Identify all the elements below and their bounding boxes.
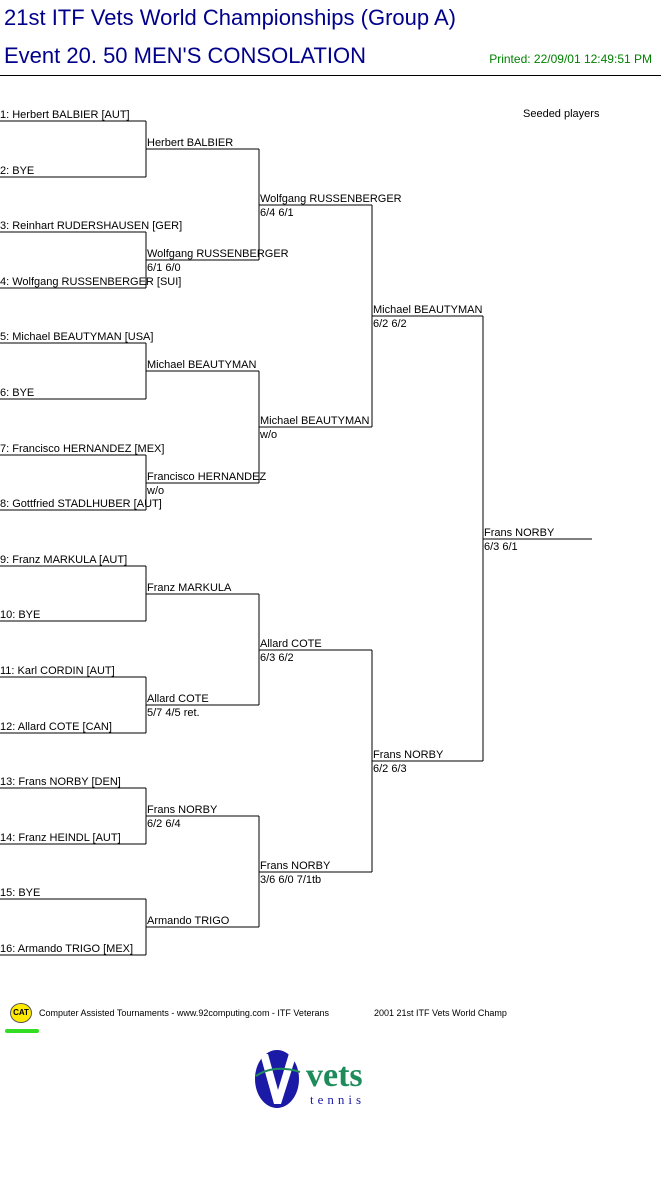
- round2-winner: Allard COTE: [147, 693, 209, 705]
- round4-score: 6/2 6/3: [373, 763, 407, 775]
- round2-winner: Wolfgang RUSSENBERGER: [147, 248, 289, 260]
- round4-winner: Michael BEAUTYMAN: [373, 304, 482, 316]
- logo-vets-text: vets: [306, 1057, 363, 1094]
- final-score: 6/3 6/1: [484, 541, 518, 553]
- round1-entry: 8: Gottfried STADLHUBER [AUT]: [0, 498, 162, 510]
- footer-credit: Computer Assisted Tournaments - www.92co…: [39, 1008, 329, 1018]
- round1-entry: 13: Frans NORBY [DEN]: [0, 776, 121, 788]
- header-divider: [0, 75, 661, 76]
- round2-score: 5/7 4/5 ret.: [147, 707, 200, 719]
- round2-winner: Herbert BALBIER: [147, 137, 233, 149]
- round1-entry: 3: Reinhart RUDERSHAUSEN [GER]: [0, 220, 182, 232]
- round3-winner: Frans NORBY: [260, 860, 331, 872]
- round2-score: w/o: [146, 485, 164, 497]
- round1-entry: 4: Wolfgang RUSSENBERGER [SUI]: [0, 276, 181, 288]
- final-winner: Frans NORBY: [484, 527, 555, 539]
- round4-winner: Frans NORBY: [373, 749, 444, 761]
- round1-entry: 16: Armando TRIGO [MEX]: [0, 943, 133, 955]
- round2-score: 6/1 6/0: [147, 262, 181, 274]
- round1-entry: 10: BYE: [0, 609, 40, 621]
- badge-underline: [5, 1029, 39, 1033]
- round3-score: w/o: [259, 429, 277, 441]
- vets-tennis-logo: vets tennis: [255, 1050, 365, 1108]
- round2-score: 6/2 6/4: [147, 818, 181, 830]
- round1-entry: 5: Michael BEAUTYMAN [USA]: [0, 331, 153, 343]
- round2-winner: Michael BEAUTYMAN: [147, 359, 256, 371]
- round1-entry: 12: Allard COTE [CAN]: [0, 721, 112, 733]
- round1-entry: 7: Francisco HERNANDEZ [MEX]: [0, 443, 164, 455]
- round1-entry: 2: BYE: [0, 165, 34, 177]
- round2-winner: Franz MARKULA: [147, 582, 232, 594]
- round1-entry: 11: Karl CORDIN [AUT]: [0, 665, 115, 677]
- round2-winner: Francisco HERNANDEZ: [147, 471, 266, 483]
- round1-entry: 6: BYE: [0, 387, 34, 399]
- footer-event: 2001 21st ITF Vets World Champ: [374, 1008, 507, 1018]
- logo-swoosh-icon: [255, 1067, 301, 1077]
- round3-score: 6/4 6/1: [260, 207, 294, 219]
- round3-score: 3/6 6/0 7/1tb: [260, 874, 321, 886]
- cat-badge-icon: CAT: [10, 1003, 32, 1023]
- seeded-players-label: Seeded players: [523, 108, 600, 120]
- logo-tennis-text: tennis: [310, 1092, 365, 1107]
- round1-entry: 14: Franz HEINDL [AUT]: [0, 832, 121, 844]
- page-title: 21st ITF Vets World Championships (Group…: [4, 5, 456, 30]
- round1-entry: 1: Herbert BALBIER [AUT]: [0, 109, 130, 121]
- round2-winner: Frans NORBY: [147, 804, 218, 816]
- event-title: Event 20. 50 MEN'S CONSOLATION: [4, 43, 367, 68]
- round3-winner: Wolfgang RUSSENBERGER: [260, 193, 402, 205]
- draw-bracket: 1: Herbert BALBIER [AUT] 2: BYE 3: Reinhar…: [0, 109, 592, 956]
- round3-winner: Allard COTE: [260, 638, 322, 650]
- round3-score: 6/3 6/2: [260, 652, 294, 664]
- printed-timestamp: Printed: 22/09/01 12:49:51 PM: [489, 52, 652, 66]
- round3-winner: Michael BEAUTYMAN: [260, 415, 369, 427]
- logo-v-icon: [260, 1050, 298, 1104]
- round4-score: 6/2 6/2: [373, 318, 407, 330]
- round1-entry: 9: Franz MARKULA [AUT]: [0, 554, 127, 566]
- round2-winner: Armando TRIGO: [147, 915, 230, 927]
- round1-entry: 15: BYE: [0, 887, 40, 899]
